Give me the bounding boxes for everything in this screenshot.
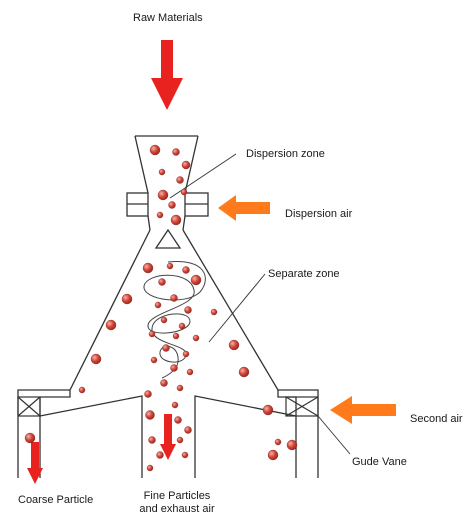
- deflector-cone-icon: [154, 228, 182, 249]
- particle: [267, 449, 279, 461]
- guide-vane-left-icon: [17, 396, 41, 417]
- particle: [172, 332, 180, 340]
- particle: [148, 436, 156, 444]
- particle: [190, 274, 202, 286]
- particle: [145, 410, 155, 420]
- particle: [170, 294, 178, 302]
- fine-particles-label-line1: Fine Particles: [143, 490, 211, 502]
- particle: [158, 278, 166, 286]
- particle: [78, 386, 86, 394]
- particle: [162, 344, 170, 352]
- dispersion-zone-label: Dispersion zone: [246, 148, 325, 160]
- particle: [171, 401, 179, 409]
- particle: [176, 384, 184, 392]
- second-air-arrow-icon: [330, 396, 396, 424]
- particle: [148, 330, 156, 338]
- coarse-particle-arrow-icon: [27, 442, 43, 484]
- fine-particles-label: Fine Particles and exhaust air: [132, 490, 222, 516]
- particle: [184, 426, 192, 434]
- particle: [181, 160, 191, 170]
- particle: [176, 436, 184, 444]
- vortex-spiral: [143, 261, 206, 379]
- particle: [168, 201, 176, 209]
- particle: [170, 214, 182, 226]
- particle: [181, 451, 189, 459]
- particle: [121, 293, 133, 305]
- particles: [24, 144, 298, 472]
- particle: [174, 416, 182, 424]
- particle: [182, 266, 190, 274]
- particle: [149, 144, 161, 156]
- classifier-body: [17, 229, 319, 478]
- particle: [210, 308, 218, 316]
- particle: [274, 438, 282, 446]
- particle: [142, 262, 154, 274]
- particle: [180, 188, 188, 196]
- particle: [176, 176, 184, 184]
- particle: [158, 168, 166, 176]
- particle: [186, 368, 194, 376]
- feed-hopper: [134, 135, 199, 194]
- fine-particles-label-line2: and exhaust air: [139, 503, 215, 515]
- particle: [262, 404, 274, 416]
- particle: [146, 464, 154, 472]
- dispersion-air-inlet: [126, 192, 209, 231]
- particle: [144, 390, 152, 398]
- particle: [156, 211, 164, 219]
- guide-vane-right-icon: [285, 396, 319, 417]
- particle: [160, 316, 168, 324]
- particle: [228, 339, 240, 351]
- guide-vane-label: Gude Vane: [352, 456, 407, 468]
- particle: [90, 353, 102, 365]
- particle: [192, 334, 200, 342]
- particle: [172, 148, 180, 156]
- particle: [184, 306, 192, 314]
- particle: [105, 319, 117, 331]
- particle: [170, 364, 178, 372]
- coarse-particle-label: Coarse Particle: [18, 494, 94, 506]
- raw-materials-label: Raw Materials: [133, 12, 203, 24]
- fine-particle-arrow-icon: [160, 414, 176, 460]
- leader-lines: [169, 153, 351, 455]
- particle: [160, 379, 168, 387]
- particle: [166, 262, 174, 270]
- second-air-label: Second air: [410, 413, 463, 425]
- particle: [150, 356, 158, 364]
- particle: [24, 432, 36, 444]
- raw-materials-arrow-icon: [151, 40, 183, 110]
- particle: [157, 189, 169, 201]
- particle: [156, 451, 164, 459]
- particle: [182, 350, 190, 358]
- particle: [238, 366, 250, 378]
- dispersion-air-label: Dispersion air: [285, 208, 353, 220]
- particle: [286, 439, 298, 451]
- particle: [154, 301, 162, 309]
- particle: [178, 322, 186, 330]
- dispersion-air-arrow-icon: [218, 195, 270, 221]
- separate-zone-label: Separate zone: [268, 268, 340, 280]
